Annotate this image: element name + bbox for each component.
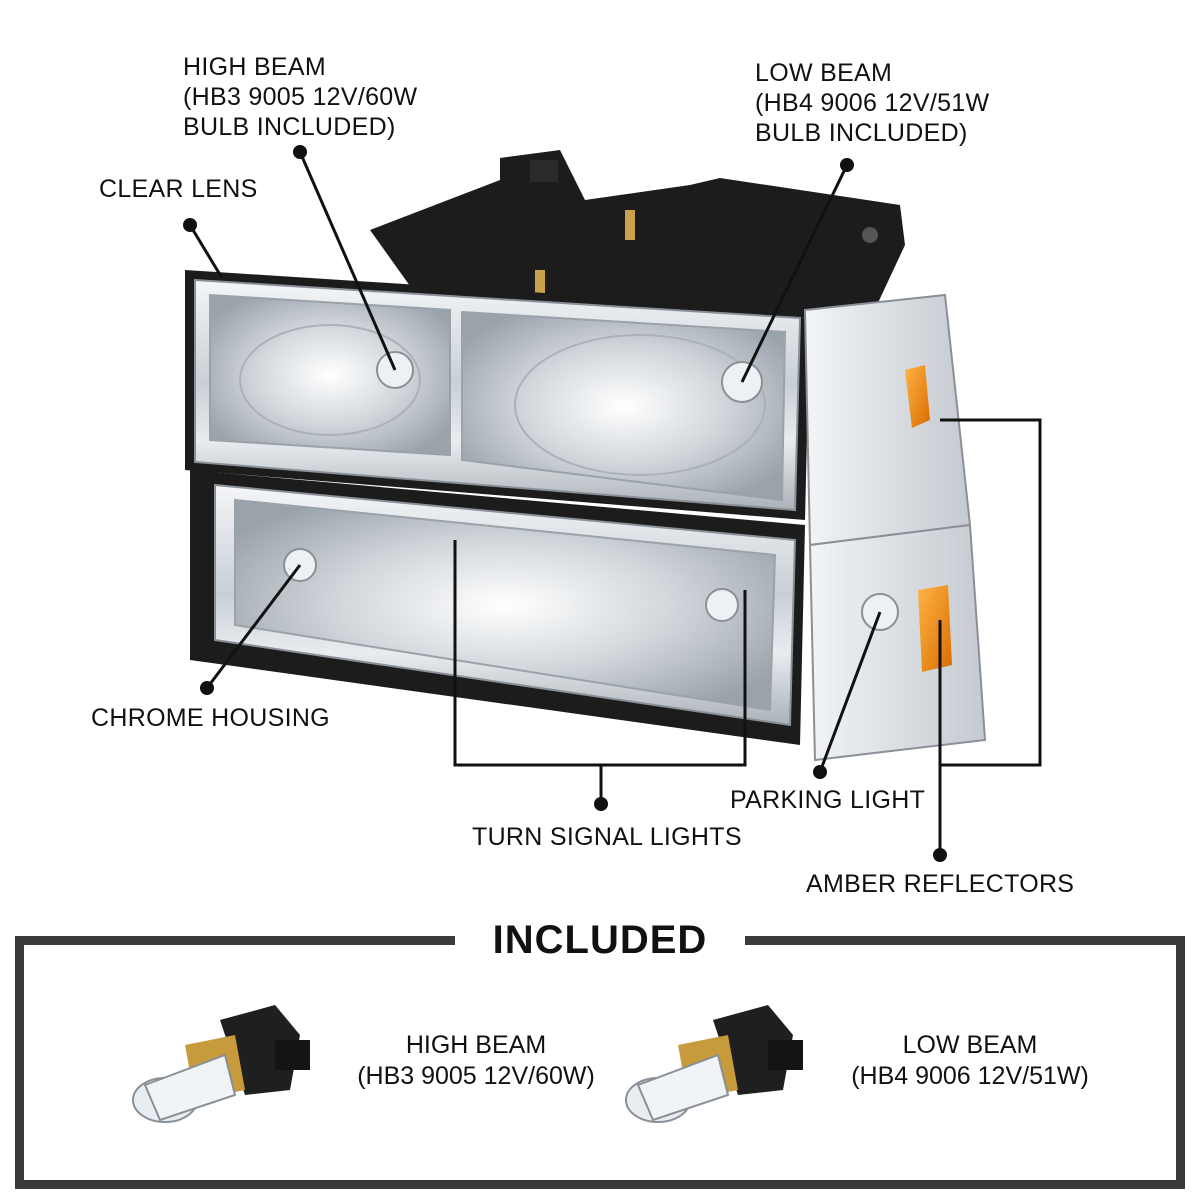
- included-frame-top-left: [15, 936, 455, 945]
- included-frame-bottom: [15, 1180, 1185, 1189]
- low-beam-bulb-label: LOW BEAM (HB4 9006 12V/51W): [848, 1030, 1092, 1092]
- high-beam-callout-line-1: HIGH BEAM: [183, 53, 326, 81]
- low-beam-callout-line-2: (HB4 9006 12V/51W: [755, 89, 990, 117]
- included-title-text: INCLUDED: [462, 918, 738, 962]
- leader-lines: [188, 151, 1042, 853]
- turn-signal-housing: [190, 470, 805, 745]
- high-beam-bulb-name: HIGH BEAM: [405, 1031, 547, 1059]
- low-beam-bulb-illustration: [625, 1005, 803, 1123]
- clear-lens-callout: CLEAR LENS: [99, 174, 258, 204]
- amber-reflectors-callout: AMBER REFLECTORS: [806, 869, 1074, 899]
- high-beam-bulb-label: HIGH BEAM (HB3 9005 12V/60W): [356, 1030, 596, 1092]
- included-frame-top-right: [745, 936, 1185, 945]
- low-beam-bulb-name: LOW BEAM: [902, 1031, 1038, 1059]
- chrome-housing-callout: CHROME HOUSING: [91, 703, 330, 733]
- high-beam-callout-line-2: (HB3 9005 12V/60W: [183, 83, 418, 111]
- included-frame-right: [1176, 936, 1185, 1188]
- high-beam-bulb-spec: (HB3 9005 12V/60W): [357, 1062, 595, 1090]
- leader-dots: [183, 145, 947, 862]
- included-frame-left: [15, 936, 24, 1188]
- low-beam-callout-line-1: LOW BEAM: [755, 59, 893, 87]
- low-beam-callout: LOW BEAM (HB4 9006 12V/51W BULB INCLUDED…: [755, 58, 989, 148]
- upper-amber-reflector: [905, 365, 930, 428]
- corner-lights: [803, 293, 987, 762]
- high-beam-callout: HIGH BEAM (HB3 9005 12V/60W BULB INCLUDE…: [183, 52, 417, 142]
- amber-reflectors-label: AMBER REFLECTORS: [806, 870, 1075, 898]
- chrome-housing-label: CHROME HOUSING: [91, 704, 330, 732]
- mounting-bracket: [370, 150, 905, 330]
- lower-amber-reflector: [918, 585, 952, 672]
- included-title: INCLUDED: [0, 918, 1200, 963]
- turn-signal-label: TURN SIGNAL LIGHTS: [472, 823, 742, 851]
- headlight-housing: [185, 270, 810, 520]
- turn-signal-callout: TURN SIGNAL LIGHTS: [472, 822, 742, 852]
- headlight-assembly-illustration: [183, 145, 1042, 862]
- low-beam-callout-line-3: BULB INCLUDED): [755, 119, 968, 147]
- high-beam-bulb-illustration: [132, 1005, 310, 1123]
- low-beam-bulb-spec: (HB4 9006 12V/51W): [851, 1062, 1089, 1090]
- parking-light-label: PARKING LIGHT: [730, 786, 926, 814]
- high-beam-callout-line-3: BULB INCLUDED): [183, 113, 396, 141]
- clear-lens-label: CLEAR LENS: [99, 175, 258, 203]
- parking-light-callout: PARKING LIGHT: [730, 785, 925, 815]
